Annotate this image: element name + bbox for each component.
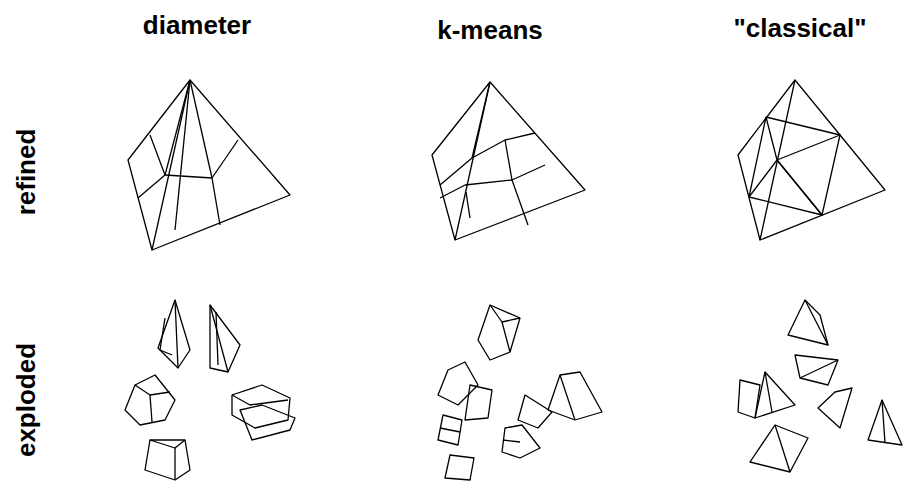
classical-exploded-pieces <box>738 300 902 472</box>
column-heading: "classical" <box>733 15 866 41</box>
diameter-refined-tetrahedron <box>128 80 290 250</box>
row-heading: exploded <box>13 343 39 457</box>
classical-refined-tetrahedron <box>738 80 885 240</box>
column-heading: diameter <box>143 12 251 38</box>
kmeans-exploded-pieces <box>438 305 602 480</box>
diameter-exploded-pieces <box>125 300 295 480</box>
row-heading: refined <box>13 129 39 216</box>
column-heading: k-means <box>437 17 543 43</box>
kmeans-refined-tetrahedron <box>432 82 585 240</box>
